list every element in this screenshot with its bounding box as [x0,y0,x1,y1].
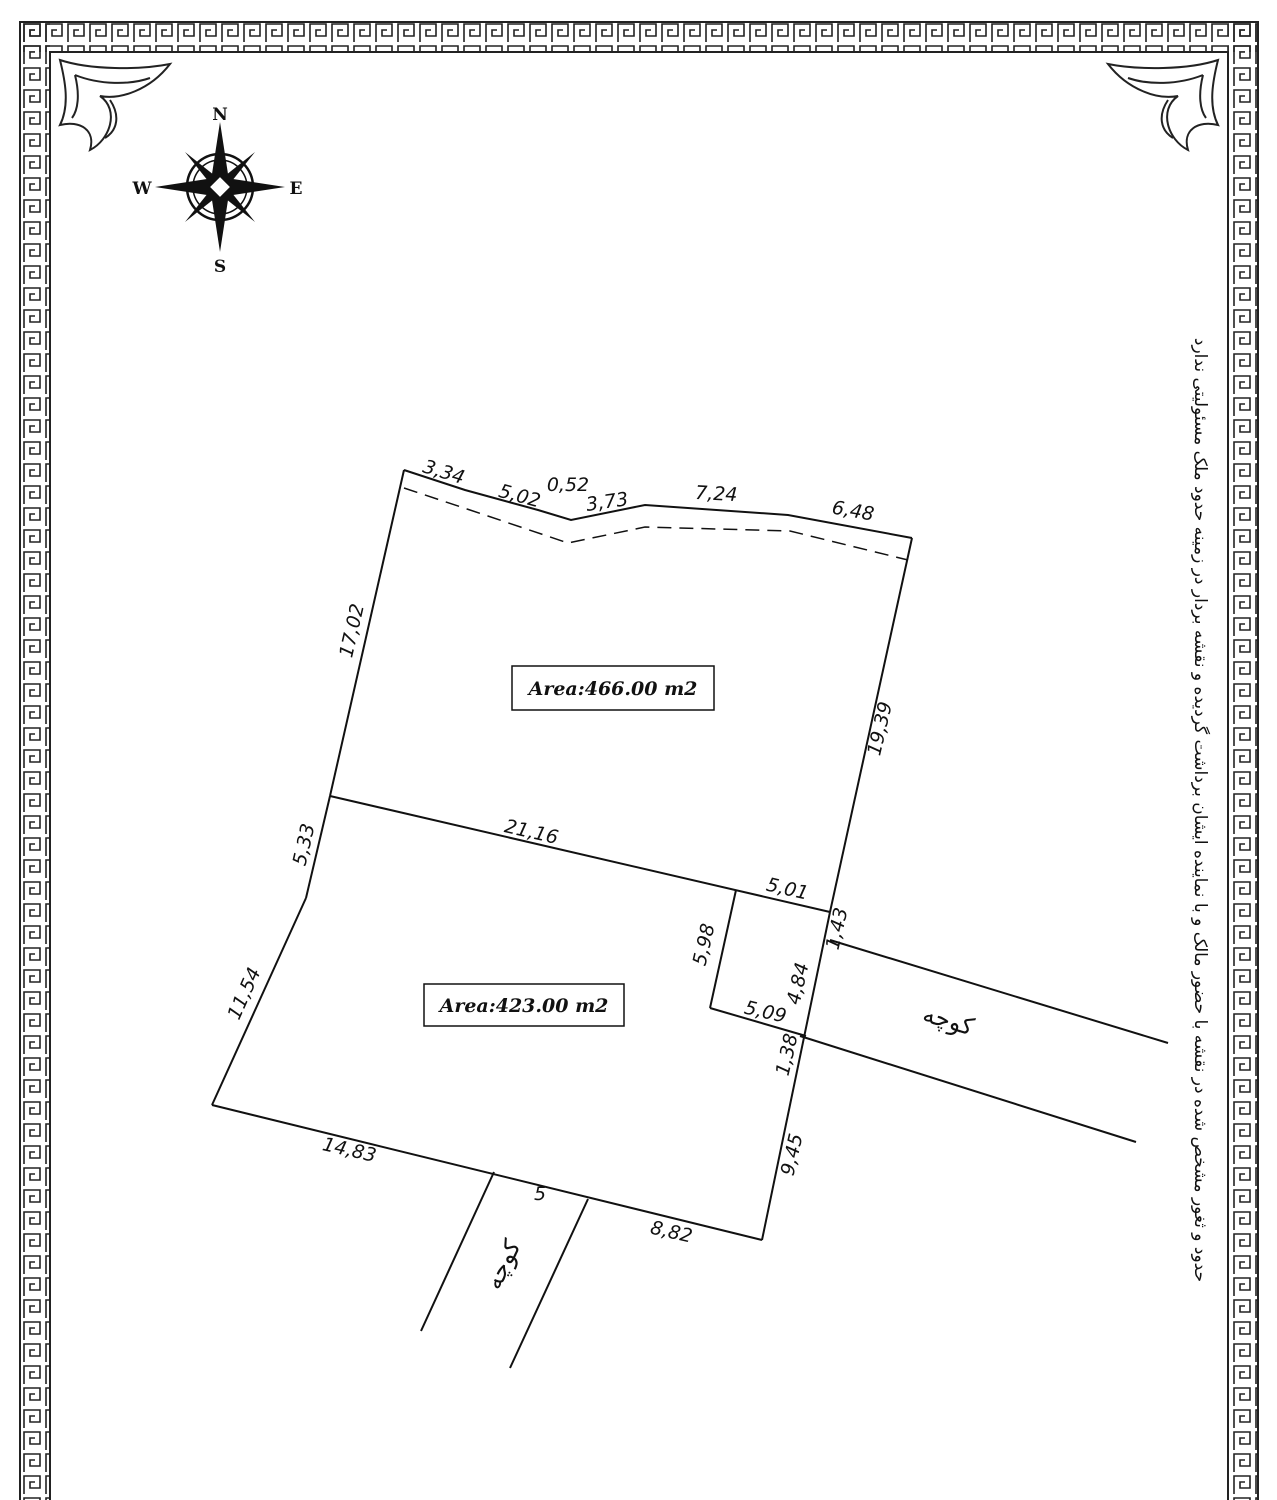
dim-bottom-left: 14,83 [320,1133,378,1167]
dim-notch-top: 5,01 [764,874,810,905]
dim-top-4: 3,73 [585,488,630,516]
streets [420,939,1169,1369]
notch-left [709,889,737,1009]
south-boundary [211,1104,763,1241]
dim-right-upper: 19,39 [863,700,897,758]
dimension-labels: 3,34 5,02 0,52 3,73 7,24 6,48 17,02 19,3… [223,456,897,1248]
compass-north-label: N [212,105,228,125]
east-street-edge-bottom [799,1035,1137,1143]
east-street-edge-top [829,939,1169,1044]
east-boundary [829,537,913,913]
south-street-edge-left [420,1171,495,1332]
dim-top-3: 0,52 [547,474,589,496]
corner-ornament-right [1105,58,1220,152]
disclaimer-note: حدود و ثغور مشخص شده در نقشه با حضور مال… [1190,338,1211,1282]
dim-street-width: 5 [534,1183,546,1205]
west-boundary-upper [329,469,405,797]
parcel-divider [329,795,831,913]
compass-south-label: S [214,257,226,277]
notch-bottom [709,1007,807,1037]
dim-left-lower: 11,54 [223,964,265,1023]
dim-notch-side: 5,98 [689,922,720,968]
dim-notch-bottom: 5,09 [742,997,788,1028]
south-street-label: کوچه [479,1235,527,1294]
east-street-label: کوچه [920,999,978,1041]
north-boundary-dashed [403,487,909,561]
dim-top-6: 6,48 [830,497,875,526]
north-boundary [403,469,913,539]
area-label-lower-text: Area:423.00 m2 [438,995,609,1017]
dim-top-2: 5,02 [496,480,543,512]
area-label-lower: Area:423.00 m2 [423,983,625,1027]
dim-notch-gap: 4,84 [783,961,814,1007]
dim-top-5: 7,24 [695,482,738,506]
area-label-upper-text: Area:466.00 m2 [527,678,698,700]
west-boundary-mid [305,795,331,899]
dim-divider: 21,16 [502,815,560,849]
west-boundary-lower [211,897,307,1106]
corner-ornament-left [58,58,173,152]
compass-rose: N S E W [131,105,302,277]
decorative-border [19,21,1259,1500]
dim-right-lower: 9,45 [777,1132,808,1178]
compass-west-label: W [131,179,152,199]
south-street-edge-right [509,1198,589,1369]
east-boundary-lower [761,911,831,1241]
compass-east-label: E [290,179,303,199]
parcel-boundaries [211,469,913,1241]
area-label-upper: Area:466.00 m2 [511,665,715,711]
